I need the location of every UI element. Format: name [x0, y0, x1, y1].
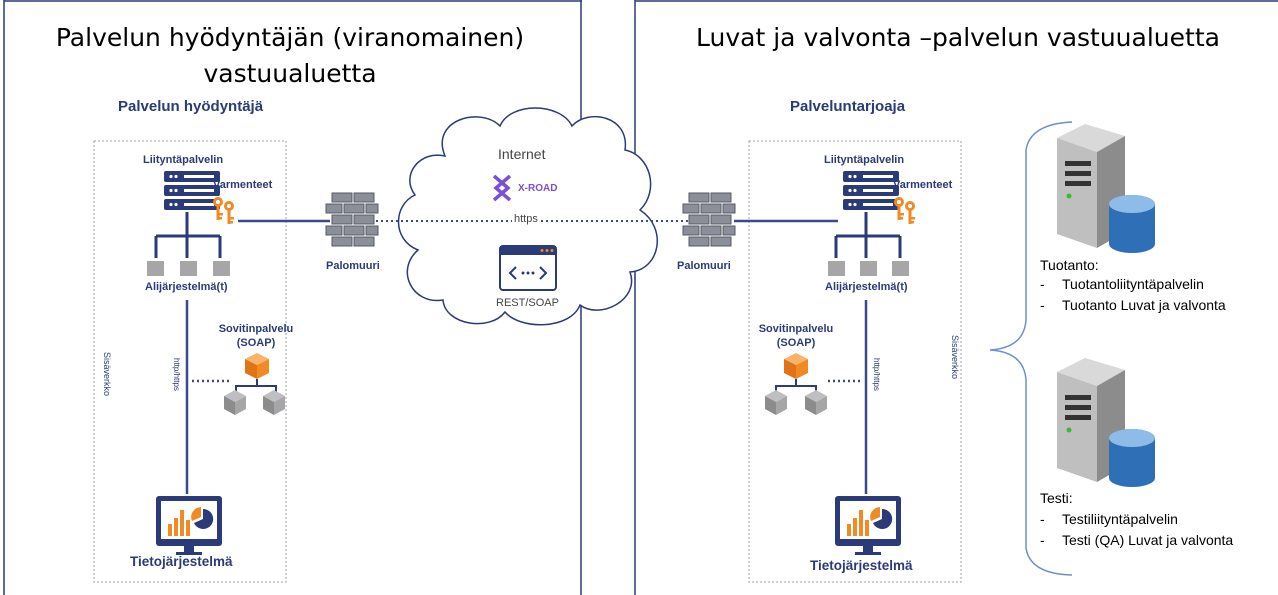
- test-title: Testi:: [1040, 490, 1073, 506]
- left-subsystem-box: [147, 261, 164, 276]
- right-firewall-label: Palomuuri: [677, 260, 731, 272]
- right-keys-icon: [894, 197, 915, 224]
- right-subsystems-label: Alijärjestelmä(t): [825, 281, 908, 293]
- test-server-icon: [1057, 358, 1155, 487]
- right-network-label: Sisäverkko: [950, 335, 960, 380]
- left-adapter-label: Sovitinpalvelu(SOAP): [218, 323, 294, 349]
- right-protocol-label: http/https: [872, 358, 881, 391]
- left-server-icon: [164, 171, 220, 210]
- left-monitor-icon: [156, 496, 222, 555]
- list-item: -Testi (QA) Luvat ja valvonta: [1040, 532, 1234, 548]
- test-list: -Testiliityntäpalvelin -Testi (QA) Luvat…: [1040, 509, 1233, 551]
- left-adapter-icon: [245, 353, 269, 379]
- right-internal-network-zone: [748, 140, 962, 583]
- right-monitor-icon: [835, 496, 901, 555]
- right-section-title: Palveluntarjoaja: [790, 98, 906, 115]
- right-adapter-label: Sovitinpalvelu(SOAP): [758, 323, 834, 349]
- api-label: REST/SOAP: [496, 297, 559, 309]
- right-firewall-icon: [682, 192, 736, 247]
- api-window-icon: [499, 245, 557, 291]
- left-network-label: Sisäverkko: [102, 352, 112, 397]
- left-system-label: Tietojärjestelmä: [130, 554, 233, 569]
- left-internal-network-zone: [93, 140, 287, 583]
- left-keys-icon: [213, 197, 234, 224]
- internet-label: Internet: [498, 146, 546, 162]
- left-section-title: Palvelun hyödyntäjä: [118, 98, 264, 115]
- left-server-label: Liityntäpalvelin: [143, 154, 224, 166]
- left-certs-label: Varmenteet: [213, 179, 273, 191]
- production-title: Tuotanto:: [1040, 257, 1099, 273]
- right-server-label: Liityntäpalvelin: [824, 154, 905, 166]
- right-adapter-icon: [784, 353, 808, 379]
- right-subsystem-box: [828, 261, 845, 276]
- right-panel-title: Luvat ja valvonta –palvelun vastuualuett…: [696, 23, 1220, 52]
- left-panel-title-line1: Palvelun hyödyntäjän (viranomainen): [55, 23, 525, 52]
- servers-brace: [989, 121, 1073, 576]
- https-label: https: [512, 213, 540, 225]
- left-panel-title-line2: vastuualuetta: [203, 59, 377, 88]
- left-protocol-label: http/https: [172, 358, 181, 391]
- list-item: -Tuotantoliityntäpalvelin: [1040, 276, 1204, 292]
- production-list: -Tuotantoliityntäpalvelin -Tuotanto Luva…: [1040, 274, 1226, 316]
- right-system-label: Tietojärjestelmä: [810, 558, 913, 573]
- left-firewall-icon: [325, 192, 379, 247]
- right-server-icon: [843, 171, 899, 210]
- production-server-icon: [1057, 124, 1155, 253]
- left-subsystems-label: Alijärjestelmä(t): [145, 281, 228, 293]
- right-certs-label: Varmenteet: [893, 179, 953, 191]
- list-item: -Testiliityntäpalvelin: [1040, 511, 1178, 527]
- list-item: -Tuotanto Luvat ja valvonta: [1040, 297, 1226, 313]
- xroad-label: X-ROAD: [518, 183, 558, 194]
- xroad-icon: [492, 174, 512, 202]
- left-firewall-label: Palomuuri: [326, 260, 380, 272]
